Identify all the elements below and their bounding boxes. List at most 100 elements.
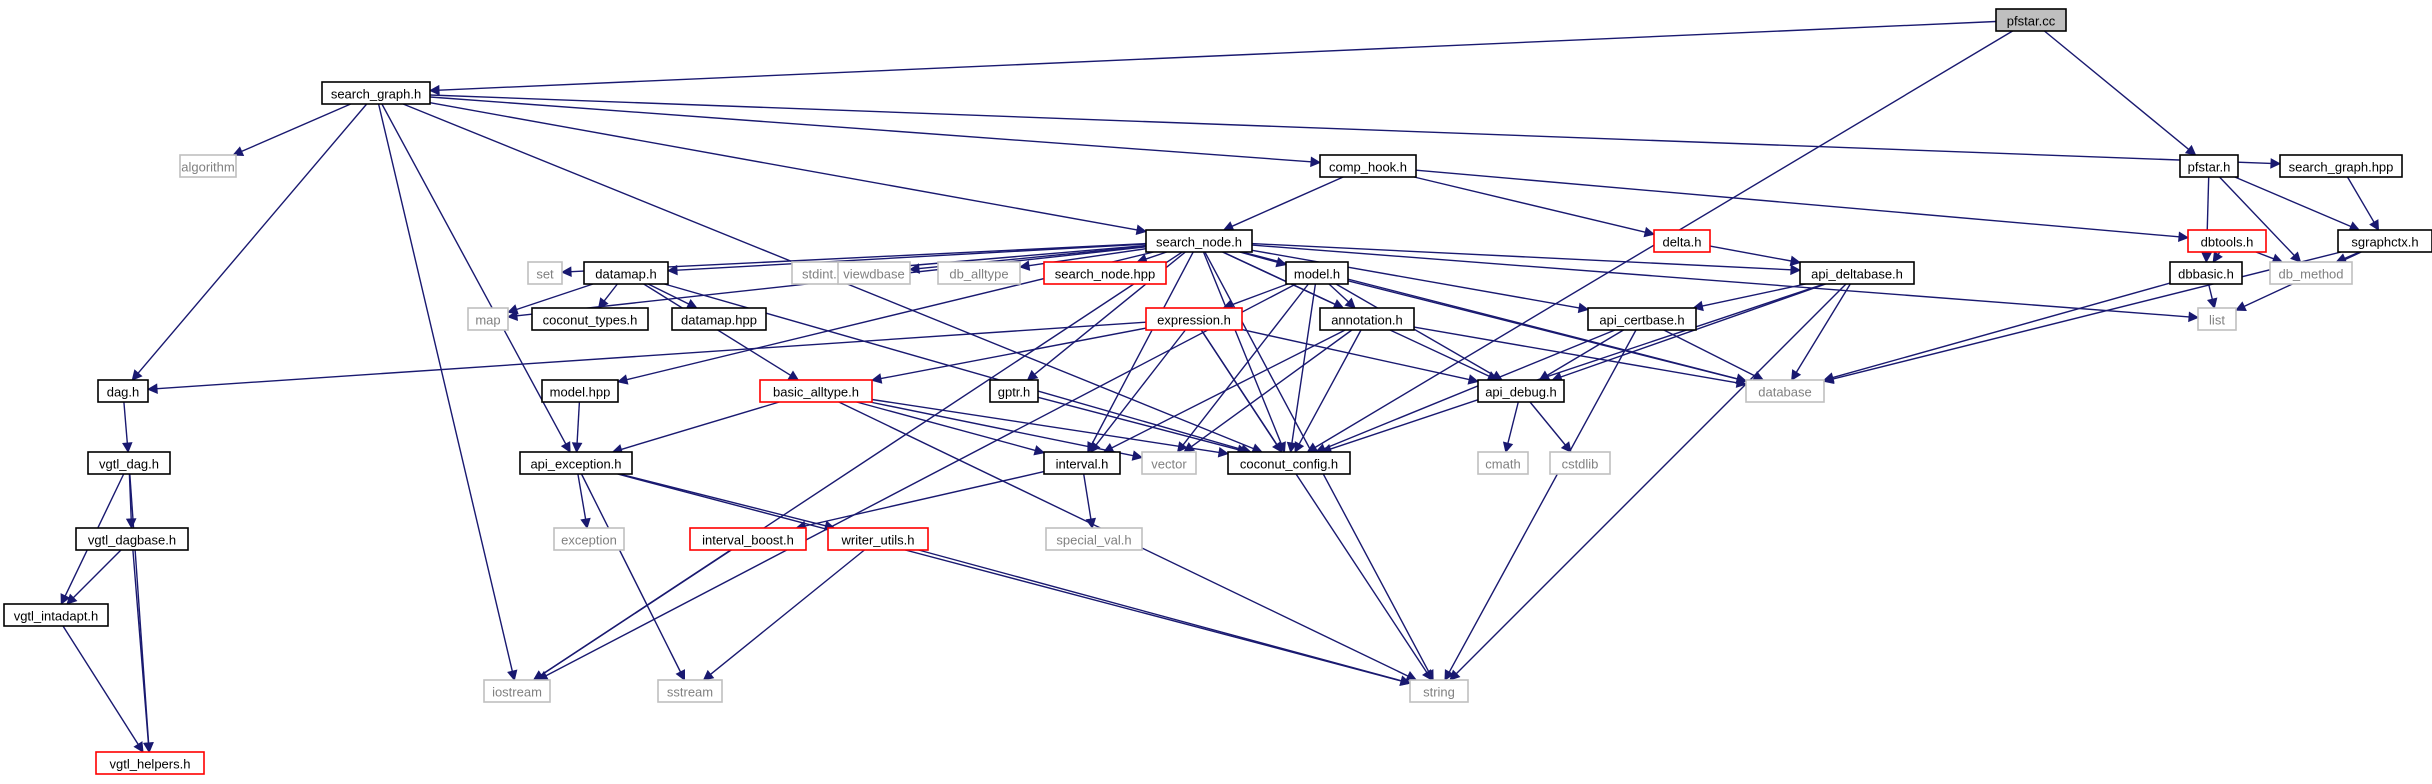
- node-label: exception: [561, 533, 617, 548]
- edge-api-exception-h-to-exception: [577, 473, 591, 530]
- node-writer-utils-h[interactable]: writer_utils.h: [827, 527, 929, 551]
- edge-line: [1832, 282, 2171, 379]
- node-label: special_val.h: [1056, 533, 1131, 548]
- node-api-deltabase-h[interactable]: api_deltabase.h: [1799, 261, 1915, 285]
- edge-annotation-h-to-vector: [1183, 329, 1353, 453]
- node-coconut-types-h[interactable]: coconut_types.h: [531, 307, 649, 331]
- node-box: [1477, 451, 1529, 475]
- node-box: [1045, 527, 1143, 551]
- edge-dbbasic-h-to-database: [1822, 282, 2171, 383]
- edge-line: [241, 103, 351, 153]
- node-box: [2269, 261, 2353, 285]
- edge-line: [1037, 396, 1239, 451]
- edge-arrowhead-icon: [787, 370, 800, 381]
- edge-line: [1455, 283, 1847, 675]
- node-db-alltype: db_alltype: [937, 261, 1021, 285]
- edge-arrowhead-icon: [2369, 219, 2380, 231]
- node-box: [1141, 451, 1197, 475]
- node-box: [937, 261, 1021, 285]
- node-label: dbtools.h: [2201, 235, 2254, 250]
- node-search-node-h[interactable]: search_node.h: [1145, 229, 1253, 253]
- node-vgtl-helpers-h[interactable]: vgtl_helpers.h: [95, 751, 205, 775]
- edge-line: [516, 283, 594, 311]
- node-interval-h[interactable]: interval.h: [1043, 451, 1121, 475]
- node-dag-h[interactable]: dag.h: [97, 379, 149, 403]
- edge-model-h-to-database: [1347, 280, 1748, 384]
- node-label: viewdbase: [843, 267, 904, 282]
- node-datamap-hpp[interactable]: datamap.hpp: [671, 307, 767, 331]
- node-datamap-h[interactable]: datamap.h: [583, 261, 669, 285]
- edge-line: [2255, 251, 2274, 260]
- node-api-exception-h[interactable]: api_exception.h: [519, 451, 633, 475]
- edge-arrowhead-icon: [1577, 302, 1590, 314]
- edge-line: [676, 243, 1147, 271]
- edges-layer: [60, 20, 2380, 754]
- edge-arrowhead-icon: [1033, 445, 1046, 456]
- edge-api-deltabase-h-to-database: [1791, 283, 1851, 381]
- edge-arrowhead-icon: [2206, 297, 2218, 310]
- node-box: [467, 307, 509, 331]
- node-search-graph-h[interactable]: search_graph.h: [321, 81, 431, 105]
- edge-search-node-h-to-model-h: [1239, 251, 1288, 268]
- edge-expression-h-to-basic-alltype-h: [870, 327, 1147, 384]
- node-expression-h[interactable]: expression.h: [1145, 307, 1243, 331]
- edge-arrowhead-icon: [597, 297, 609, 309]
- edge-line: [576, 401, 581, 444]
- edge-arrowhead-icon: [908, 263, 920, 274]
- node-comp-hook-h[interactable]: comp_hook.h: [1319, 154, 1417, 178]
- node-vgtl-dag-h[interactable]: vgtl_dag.h: [87, 451, 171, 475]
- node-box: [553, 527, 625, 551]
- node-model-h[interactable]: model.h: [1285, 261, 1349, 285]
- node-model-hpp[interactable]: model.hpp: [541, 379, 619, 403]
- edge-line: [156, 321, 1147, 390]
- node-exception: exception: [553, 527, 625, 551]
- node-pfstar-h[interactable]: pfstar.h: [2179, 154, 2239, 178]
- node-basic-alltype-h[interactable]: basic_alltype.h: [759, 379, 873, 403]
- node-annotation-h[interactable]: annotation.h: [1319, 307, 1415, 331]
- edge-arrowhead-icon: [1790, 264, 1802, 276]
- edge-pfstar-h-to-db-method: [2218, 176, 2302, 263]
- node-interval-boost-h[interactable]: interval_boost.h: [689, 527, 807, 551]
- node-vgtl-dagbase-h[interactable]: vgtl_dagbase.h: [75, 527, 189, 551]
- node-search-graph-hpp[interactable]: search_graph.hpp: [2279, 154, 2403, 178]
- node-label: model.hpp: [550, 385, 611, 400]
- node-box: [1549, 451, 1611, 475]
- node-list: list: [2197, 307, 2237, 331]
- edge-api-debug-h-to-cstdlib: [1529, 401, 1572, 453]
- node-box: [1227, 451, 1351, 475]
- edge-arrowhead-icon: [131, 369, 143, 381]
- node-vector: vector: [1141, 451, 1197, 475]
- node-box: [657, 679, 723, 703]
- node-string: string: [1409, 679, 1469, 703]
- node-label: delta.h: [1662, 235, 1701, 250]
- node-label: datamap.hpp: [681, 313, 757, 328]
- node-box: [1043, 451, 1121, 475]
- edge-dbbasic-h-to-list: [2206, 283, 2218, 310]
- edge-arrowhead-icon: [2270, 158, 2282, 169]
- edge-arrowhead-icon: [1026, 369, 1039, 381]
- node-sgraphctx-h[interactable]: sgraphctx.h: [2337, 229, 2432, 253]
- node-api-debug-h[interactable]: api_debug.h: [1477, 379, 1565, 403]
- edge-annotation-h-to-database: [1413, 326, 1748, 388]
- node-dbbasic-h[interactable]: dbbasic.h: [2169, 261, 2243, 285]
- edge-line: [856, 401, 1036, 452]
- node-label: pfstar.cc: [2007, 14, 2056, 29]
- node-dbtools-h[interactable]: dbtools.h: [2187, 229, 2267, 253]
- edge-arrowhead-icon: [125, 518, 137, 530]
- node-gptr-h[interactable]: gptr.h: [989, 379, 1039, 403]
- node-vgtl-intadapt-h[interactable]: vgtl_intadapt.h: [3, 603, 109, 627]
- node-label: search_graph.hpp: [2289, 160, 2394, 175]
- edge-search-node-h-to-api-certbase-h: [1251, 249, 1590, 314]
- node-api-certbase-h[interactable]: api_certbase.h: [1587, 307, 1697, 331]
- node-coconut-config-h[interactable]: coconut_config.h: [1227, 451, 1351, 475]
- node-search-node-hpp[interactable]: search_node.hpp: [1043, 261, 1167, 285]
- node-box: [1319, 154, 1417, 178]
- node-delta-h[interactable]: delta.h: [1653, 229, 1711, 253]
- node-box: [519, 451, 633, 475]
- node-box: [689, 527, 807, 551]
- edge-line: [123, 401, 128, 444]
- edge-datamap-h-to-coconut-types-h: [597, 283, 618, 309]
- edge-arrowhead-icon: [532, 670, 545, 681]
- node-box: [483, 679, 551, 703]
- node-pfstar-cc[interactable]: pfstar.cc: [1995, 8, 2067, 32]
